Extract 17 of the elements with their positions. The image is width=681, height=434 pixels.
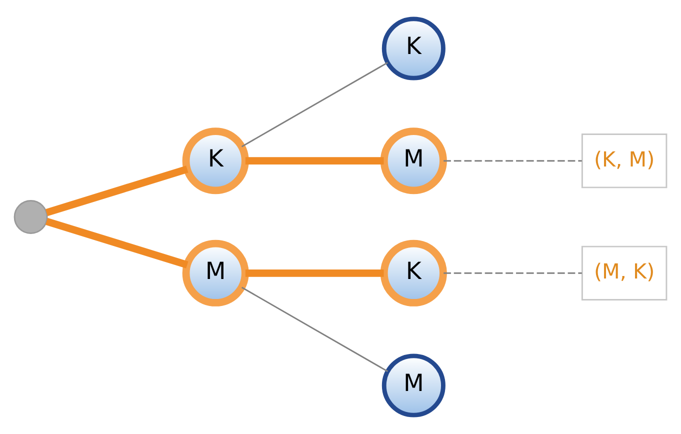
node-circle: K xyxy=(182,128,249,194)
connector xyxy=(444,272,582,274)
connector xyxy=(444,160,582,162)
node-box: (M, K) xyxy=(581,246,668,301)
node-circle: M xyxy=(182,240,249,306)
node-circle: M xyxy=(380,128,447,194)
node-circle: M xyxy=(382,354,446,418)
connector xyxy=(45,218,188,268)
connector xyxy=(241,62,388,148)
node-circle xyxy=(14,200,48,234)
connector xyxy=(241,286,388,372)
connector xyxy=(45,166,188,216)
node-circle: K xyxy=(380,240,447,306)
connector xyxy=(245,157,384,165)
node-box: (K, M) xyxy=(581,133,668,188)
connector xyxy=(245,269,384,277)
node-circle: K xyxy=(382,16,446,80)
